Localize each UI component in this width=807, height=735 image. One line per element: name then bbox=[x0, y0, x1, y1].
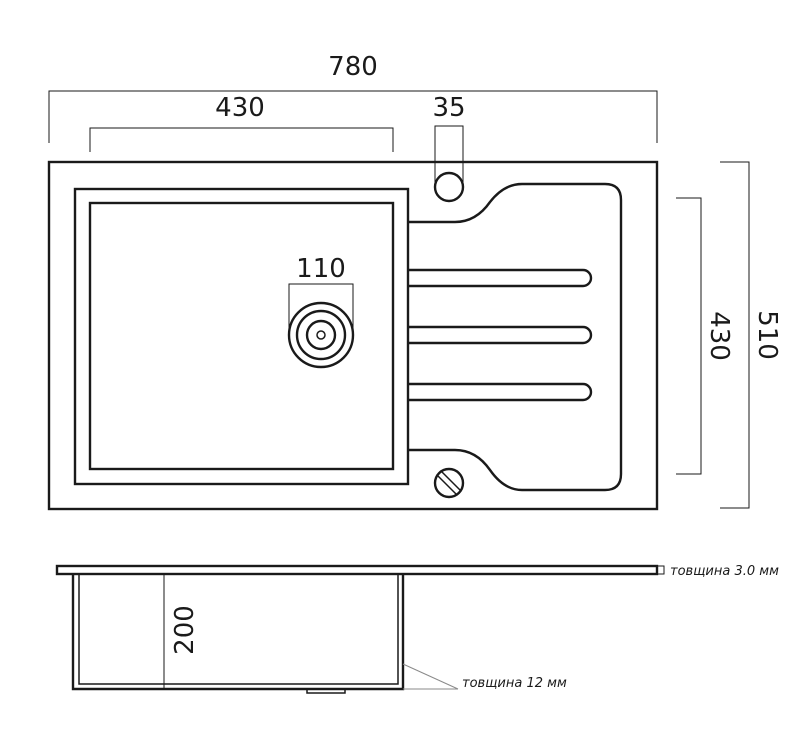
dim-bowl-depth: 200 bbox=[170, 605, 200, 655]
overflow-slot-2 bbox=[441, 471, 461, 491]
overflow bbox=[433, 467, 465, 499]
drain-ring bbox=[295, 309, 347, 361]
dim-bowl-width: 430 bbox=[215, 93, 265, 123]
dim-line-drain bbox=[288, 283, 354, 335]
note-wall-thickness: товщина 12 мм bbox=[462, 676, 567, 691]
dim-line-overall-depth bbox=[720, 161, 750, 509]
bowl-outer-rim bbox=[73, 187, 410, 486]
dimension-lines: 780 430 35 110 430 510 bbox=[48, 52, 782, 509]
dim-line-overall-width bbox=[48, 90, 658, 143]
dim-line-drainboard-depth bbox=[676, 197, 702, 475]
dim-overall-width: 780 bbox=[328, 52, 378, 82]
drain-center bbox=[316, 330, 326, 340]
drainboard-groove-3 bbox=[408, 382, 593, 402]
wall-thickness-leader bbox=[402, 663, 459, 690]
dim-overall-depth: 510 bbox=[752, 310, 782, 360]
dim-tap-hole: 35 bbox=[432, 93, 465, 123]
dim-drain: 110 bbox=[296, 254, 346, 284]
dim-drainboard-depth: 430 bbox=[704, 311, 734, 361]
dim-line-tap-hole bbox=[434, 125, 464, 187]
bowl-inner bbox=[88, 201, 395, 471]
top-thickness-marker bbox=[656, 565, 665, 575]
drain-outer bbox=[287, 301, 355, 369]
drainboard-groove-2 bbox=[408, 325, 593, 345]
drain-inner bbox=[305, 319, 337, 351]
sink-outline bbox=[47, 160, 659, 511]
bowl-side-outer bbox=[71, 574, 405, 691]
top-view bbox=[47, 160, 659, 511]
tap-hole bbox=[433, 171, 465, 203]
note-top-thickness: товщина 3.0 мм bbox=[670, 564, 779, 579]
drainboard-outline bbox=[408, 182, 623, 492]
drainboard-groove-1 bbox=[408, 268, 593, 288]
drain-pipe bbox=[306, 688, 346, 694]
side-view: 200 товщина 3.0 мм товщина 12 мм bbox=[55, 564, 779, 694]
bowl-side-inner bbox=[78, 574, 399, 685]
overflow-slot-1 bbox=[437, 475, 457, 495]
top-plate bbox=[55, 564, 659, 576]
dim-line-bowl-width bbox=[89, 127, 394, 152]
